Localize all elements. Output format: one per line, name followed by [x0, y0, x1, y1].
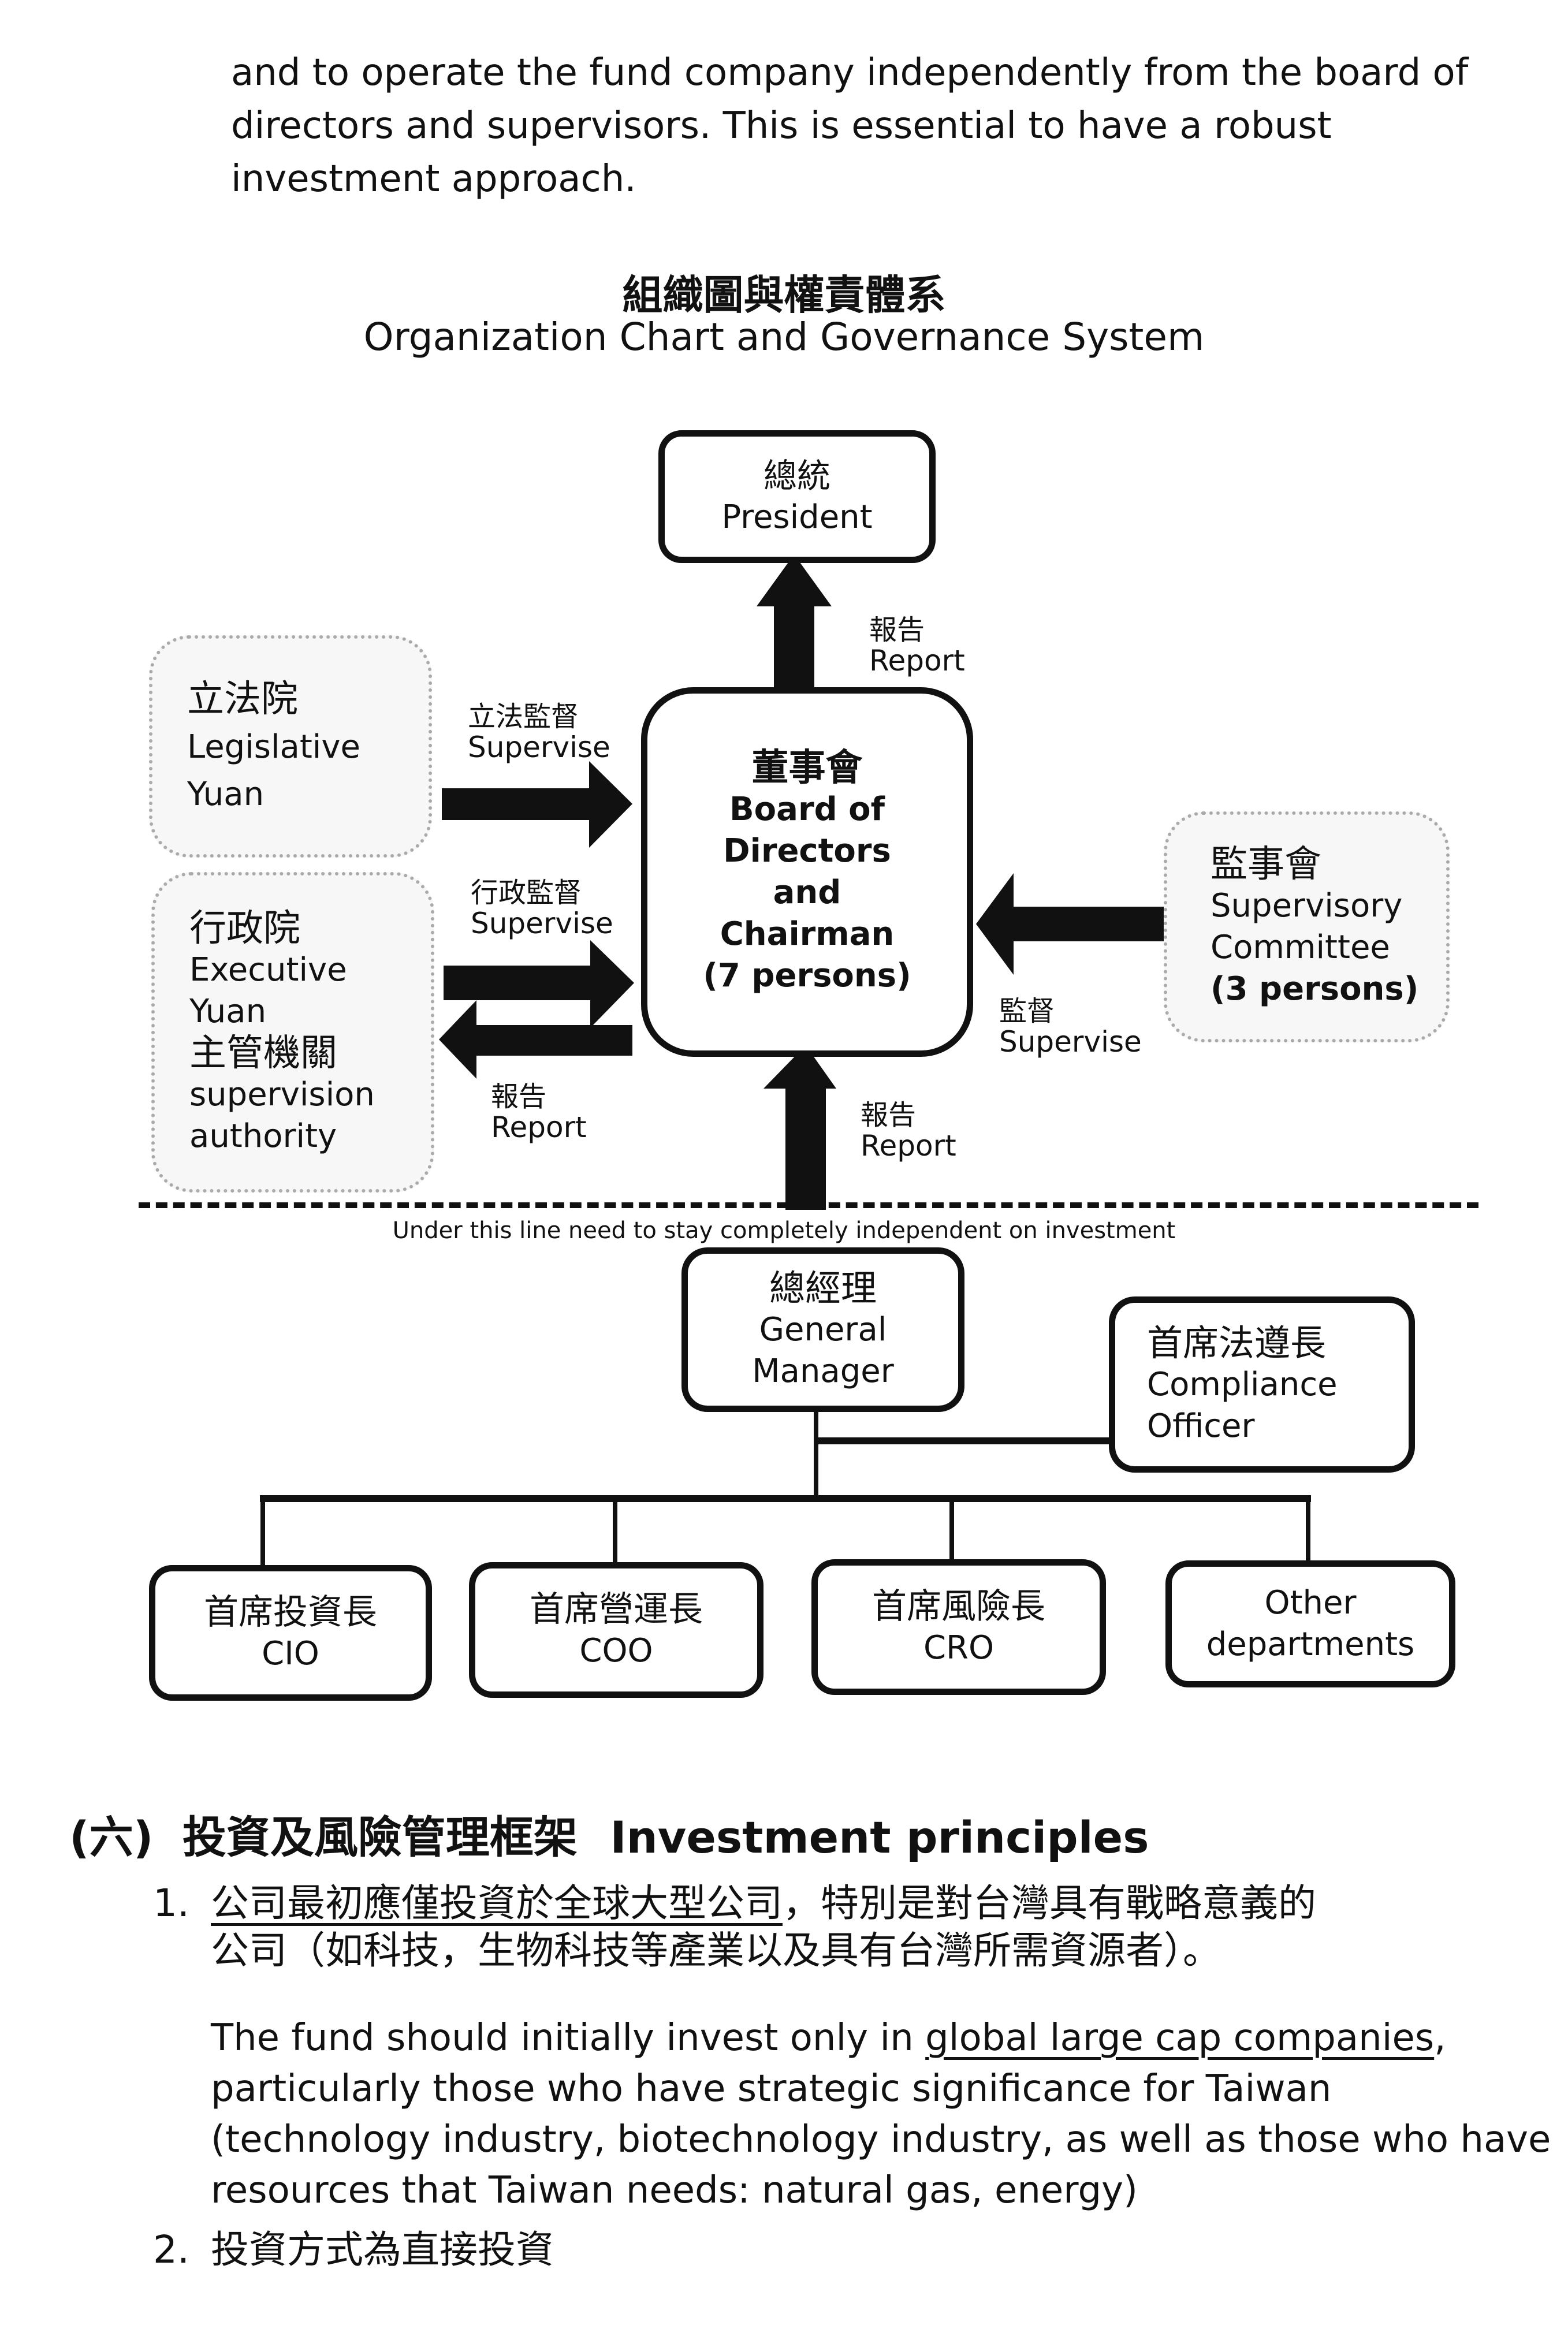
label-zh: 監督 — [999, 995, 1055, 1027]
board-box: 董事會 Board of Directors and Chairman (7 p… — [641, 687, 973, 1057]
arrow-board-report-executive — [439, 1000, 632, 1079]
label-en: Report — [861, 1129, 956, 1162]
board-zh: 董事會 — [751, 747, 863, 789]
general-manager-box: 總經理 General Manager — [681, 1247, 964, 1412]
compliance-box: 首席法遵長 Compliance Officer — [1109, 1296, 1415, 1473]
section-title-en: Investment principles — [610, 1812, 1149, 1863]
item-en-underlined: global large cap companies — [925, 2017, 1435, 2059]
item-en-pre: The fund should initially invest only in — [211, 2017, 926, 2059]
label-en: Report — [491, 1111, 587, 1144]
label-zh: 報告 — [869, 614, 925, 646]
gm-en-line: Manager — [752, 1352, 894, 1390]
legislative-box: 立法院 Legislative Yuan — [149, 635, 432, 858]
board-en-line: Directors — [723, 832, 891, 870]
section-number: (六) — [69, 1812, 154, 1863]
label-board-report-executive: 報告 Report — [491, 1082, 587, 1143]
arrow-legislative-supervise — [442, 761, 632, 848]
executive-zh: 行政院 — [189, 907, 300, 950]
president-box: 總統 President — [658, 430, 936, 563]
label-legislative-supervise: 立法監督 Supervise — [468, 702, 610, 763]
item-en-post: , particularly those who have strategic … — [211, 2017, 1551, 2212]
section-heading: (六) 投資及風險管理框架 Investment principles — [69, 1802, 1149, 1865]
label-en: Supervise — [999, 1025, 1142, 1059]
supervisory-en-line: Supervisory — [1211, 887, 1403, 925]
gm-en-line: General — [759, 1310, 887, 1348]
legislative-zh: 立法院 — [187, 677, 298, 721]
label-gm-report-board: 報告 Report — [861, 1100, 956, 1161]
label-zh: 行政監督 — [471, 877, 582, 909]
dept-box-cio: 首席投資長 CIO — [149, 1565, 432, 1701]
label-en: Supervise — [471, 907, 613, 940]
president-zh: 總統 — [763, 456, 830, 495]
label-board-to-president: 報告 Report — [869, 615, 965, 676]
arrow-gm-report-board — [763, 1045, 836, 1210]
intro-line: and to operate the fund company independ… — [231, 51, 1469, 94]
item-zh: 投資方式為直接投資 — [211, 2227, 554, 2272]
dept-zh: 首席投資長 — [204, 1592, 377, 1633]
dept-en-line: Other — [1264, 1584, 1357, 1622]
intro-line: investment approach. — [231, 158, 636, 200]
executive-en2-line: supervision — [189, 1075, 375, 1113]
dept-en-line: departments — [1206, 1626, 1415, 1663]
dept-zh: 首席風險長 — [872, 1586, 1045, 1627]
executive-en-line: Yuan — [189, 992, 267, 1030]
dept-box-coo: 首席營運長 COO — [469, 1562, 763, 1698]
dept-en: CRO — [923, 1629, 995, 1667]
legislative-en-line: Yuan — [187, 775, 265, 813]
dept-box-other: Other departments — [1165, 1560, 1455, 1687]
board-en-line: (7 persons) — [703, 957, 911, 994]
president-en: President — [721, 498, 873, 536]
board-en-line: Board of — [729, 791, 885, 828]
compliance-en-line: Compliance — [1147, 1365, 1338, 1403]
label-zh: 報告 — [491, 1080, 547, 1113]
dept-en: CIO — [262, 1634, 319, 1672]
label-supervisory-supervise: 監督 Supervise — [999, 996, 1142, 1057]
arrow-board-to-president — [757, 554, 832, 687]
arrow-supervisory-supervise — [976, 873, 1164, 975]
executive-zh2: 主管機關 — [189, 1031, 337, 1075]
item-number: 2. — [153, 2227, 189, 2272]
section-title-zh: 投資及風險管理框架 — [182, 1812, 578, 1863]
label-zh: 立法監督 — [468, 701, 579, 733]
label-executive-supervise: 行政監督 Supervise — [471, 878, 613, 939]
executive-box: 行政院 Executive Yuan 主管機關 supervision auth… — [151, 872, 434, 1193]
executive-en-line: Executive — [189, 951, 347, 989]
supervisory-en-line: Committee — [1211, 929, 1390, 966]
compliance-en-line: Officer — [1147, 1407, 1255, 1445]
independence-divider — [139, 1202, 1478, 1208]
compliance-zh: 首席法遵長 — [1147, 1321, 1327, 1364]
board-en-line: Chairman — [720, 915, 895, 953]
dept-box-cro: 首席風險長 CRO — [811, 1559, 1106, 1695]
executive-en2-line: authority — [189, 1117, 337, 1155]
legislative-en-line: Legislative — [187, 728, 360, 766]
chart-title-en: Organization Chart and Governance System — [363, 315, 1205, 359]
item-zh-line2: 公司（如科技，生物科技等產業以及具有台灣所需資源者）。 — [211, 1928, 1221, 1973]
dept-zh: 首席營運長 — [530, 1589, 703, 1630]
dept-en: COO — [579, 1631, 653, 1670]
item-1-english: The fund should initially invest only in… — [211, 2013, 1556, 2216]
supervisory-zh: 監事會 — [1211, 843, 1321, 886]
independence-note: Under this line need to stay completely … — [392, 1217, 1176, 1244]
label-en: Report — [869, 644, 965, 677]
list-item-2: 2. 投資方式為直接投資 — [153, 2226, 554, 2274]
board-en-line: and — [773, 874, 841, 911]
label-zh: 報告 — [861, 1099, 917, 1131]
item-zh-rest: ，特別是對台灣具有戰略意義的 — [783, 1881, 1316, 1925]
intro-line: directors and supervisors. This is essen… — [231, 105, 1332, 147]
label-en: Supervise — [468, 731, 610, 764]
arrow-executive-supervise — [444, 940, 634, 1028]
item-zh-underlined: 公司最初應僅投資於全球大型公司 — [211, 1881, 783, 1925]
gm-zh: 總經理 — [769, 1266, 877, 1309]
item-number: 1. — [153, 1881, 189, 1925]
intro-paragraph: and to operate the fund company independ… — [231, 46, 1502, 206]
list-item-1: 1. 公司最初應僅投資於全球大型公司，特別是對台灣具有戰略意義的 公司（如科技，生… — [153, 1880, 1539, 1974]
chart-title-zh: 組織圖與權責體系 — [622, 271, 946, 319]
supervisory-en-line: (3 persons) — [1211, 970, 1419, 1008]
supervisory-box: 監事會 Supervisory Committee (3 persons) — [1164, 811, 1450, 1042]
